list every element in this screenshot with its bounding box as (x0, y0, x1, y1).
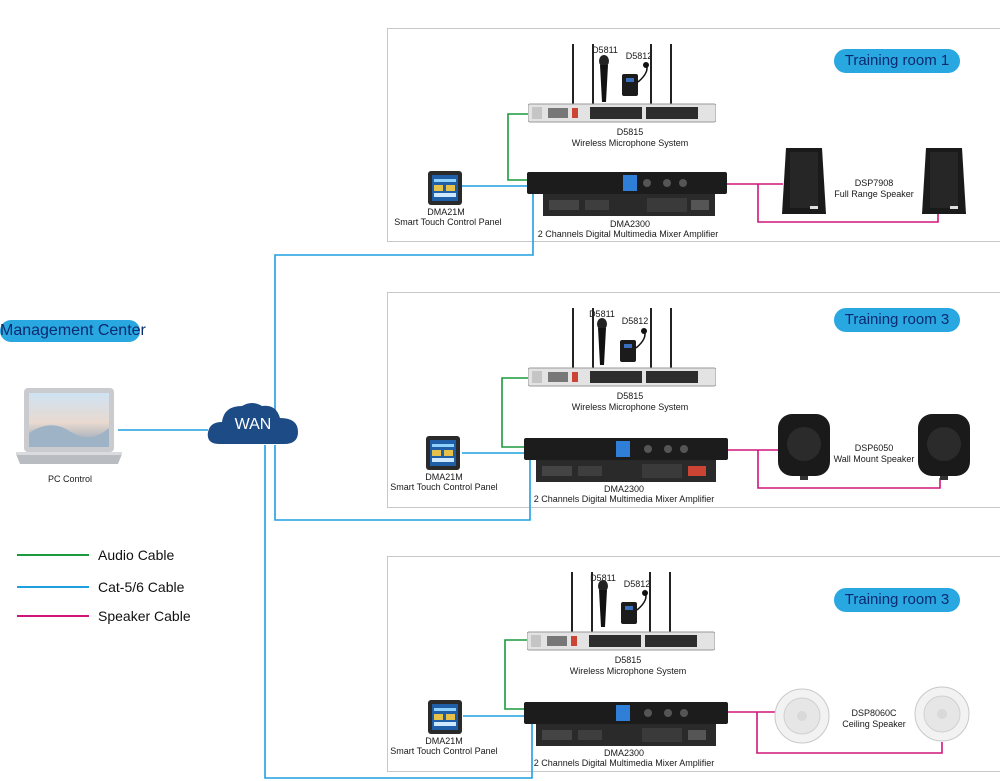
ceiling-speaker-right-icon (914, 686, 970, 742)
cat-cable-wan-room3 (264, 445, 533, 779)
receiver-desc-label: Wireless Microphone System (571, 138, 689, 148)
room-title-2: Training room 3 (834, 308, 960, 332)
room-title-1: Training room 1 (834, 49, 960, 73)
handheld-mic-icon (597, 580, 609, 628)
legend-line-audio (17, 554, 89, 556)
wan-label: WAN (234, 416, 272, 433)
speaker-cable-room1b (757, 184, 939, 223)
mic-handheld-label: D5811 (592, 45, 618, 55)
cat-cable-wan-room2 (274, 445, 531, 521)
legend-label-speaker: Speaker Cable (98, 608, 191, 624)
touch-panel-icon (428, 700, 462, 734)
mixer-model-label: DMA2300 (603, 748, 645, 758)
laptop-icon (16, 388, 122, 468)
panel-model-label: DMA21M (425, 472, 463, 482)
cat-cable-wan-room1 (274, 190, 534, 410)
wireless-receiver-unit (526, 572, 716, 652)
panel-desc-label: Smart Touch Control Panel (390, 746, 498, 756)
legend-line-speaker (17, 615, 89, 617)
speaker-desc-label: Wall Mount Speaker (833, 454, 915, 464)
lapel-mic-icon (618, 328, 652, 364)
panel-desc-label: Smart Touch Control Panel (390, 482, 498, 492)
speaker-model-label: DSP7908 (854, 178, 894, 188)
mixer-desc-label: 2 Channels Digital Multimedia Mixer Ampl… (537, 229, 719, 239)
legend-label-cat: Cat-5/6 Cable (98, 579, 185, 595)
legend-line-cat (17, 586, 89, 588)
touch-panel-icon (426, 436, 460, 470)
room-title-3: Training room 3 (834, 588, 960, 612)
mic-handheld-label: D5811 (590, 573, 616, 583)
mixer-amplifier-unit (527, 172, 727, 218)
mic-handheld-label: D5811 (589, 309, 615, 319)
mixer-amplifier-unit (524, 702, 728, 748)
lapel-mic-icon (619, 590, 653, 626)
audio-cable-room1 (507, 113, 528, 181)
speaker-model-label: DSP8060C (851, 708, 897, 718)
handheld-mic-icon (596, 318, 608, 366)
mic-lapel-label: D5812 (625, 51, 653, 61)
full-range-speaker-left-icon (782, 148, 826, 214)
ceiling-speaker-left-icon (774, 688, 830, 744)
speaker-desc-label: Ceiling Speaker (842, 719, 906, 729)
wireless-receiver-unit (527, 44, 717, 124)
panel-model-label: DMA21M (427, 207, 465, 217)
wan-cloud-icon (206, 400, 300, 446)
panel-desc-label: Smart Touch Control Panel (394, 217, 502, 227)
mixer-desc-label: 2 Channels Digital Multimedia Mixer Ampl… (533, 494, 715, 504)
panel-model-label: DMA21M (425, 736, 463, 746)
wall-mount-speaker-right-icon (918, 414, 970, 480)
legend-label-audio: Audio Cable (98, 547, 175, 563)
full-range-speaker-right-icon (922, 148, 966, 214)
audio-cable-room2 (501, 377, 528, 448)
mic-lapel-label: D5812 (621, 316, 649, 326)
receiver-model-label: D5815 (616, 127, 644, 137)
mixer-desc-label: 2 Channels Digital Multimedia Mixer Ampl… (533, 758, 715, 768)
touch-panel-icon (428, 171, 462, 205)
pc-control-label: PC Control (47, 474, 92, 484)
speaker-cable-room3b (756, 712, 943, 754)
speaker-cable-room2b (757, 450, 941, 489)
management-center-title: Management Center (0, 322, 146, 339)
lapel-mic-icon (620, 62, 654, 98)
mixer-amplifier-unit (524, 438, 728, 484)
speaker-model-label: DSP6050 (854, 443, 894, 453)
mixer-model-label: DMA2300 (609, 219, 651, 229)
receiver-model-label: D5815 (616, 391, 644, 401)
wall-mount-speaker-left-icon (778, 414, 830, 480)
receiver-desc-label: Wireless Microphone System (571, 402, 689, 412)
speaker-desc-label: Full Range Speaker (834, 189, 914, 199)
wireless-receiver-unit (527, 308, 717, 388)
mixer-model-label: DMA2300 (603, 484, 645, 494)
mic-lapel-label: D5812 (623, 579, 651, 589)
receiver-desc-label: Wireless Microphone System (569, 666, 687, 676)
receiver-model-label: D5815 (614, 655, 642, 665)
management-center-badge (0, 320, 140, 342)
audio-cable-room3 (504, 639, 527, 710)
handheld-mic-icon (598, 55, 610, 103)
